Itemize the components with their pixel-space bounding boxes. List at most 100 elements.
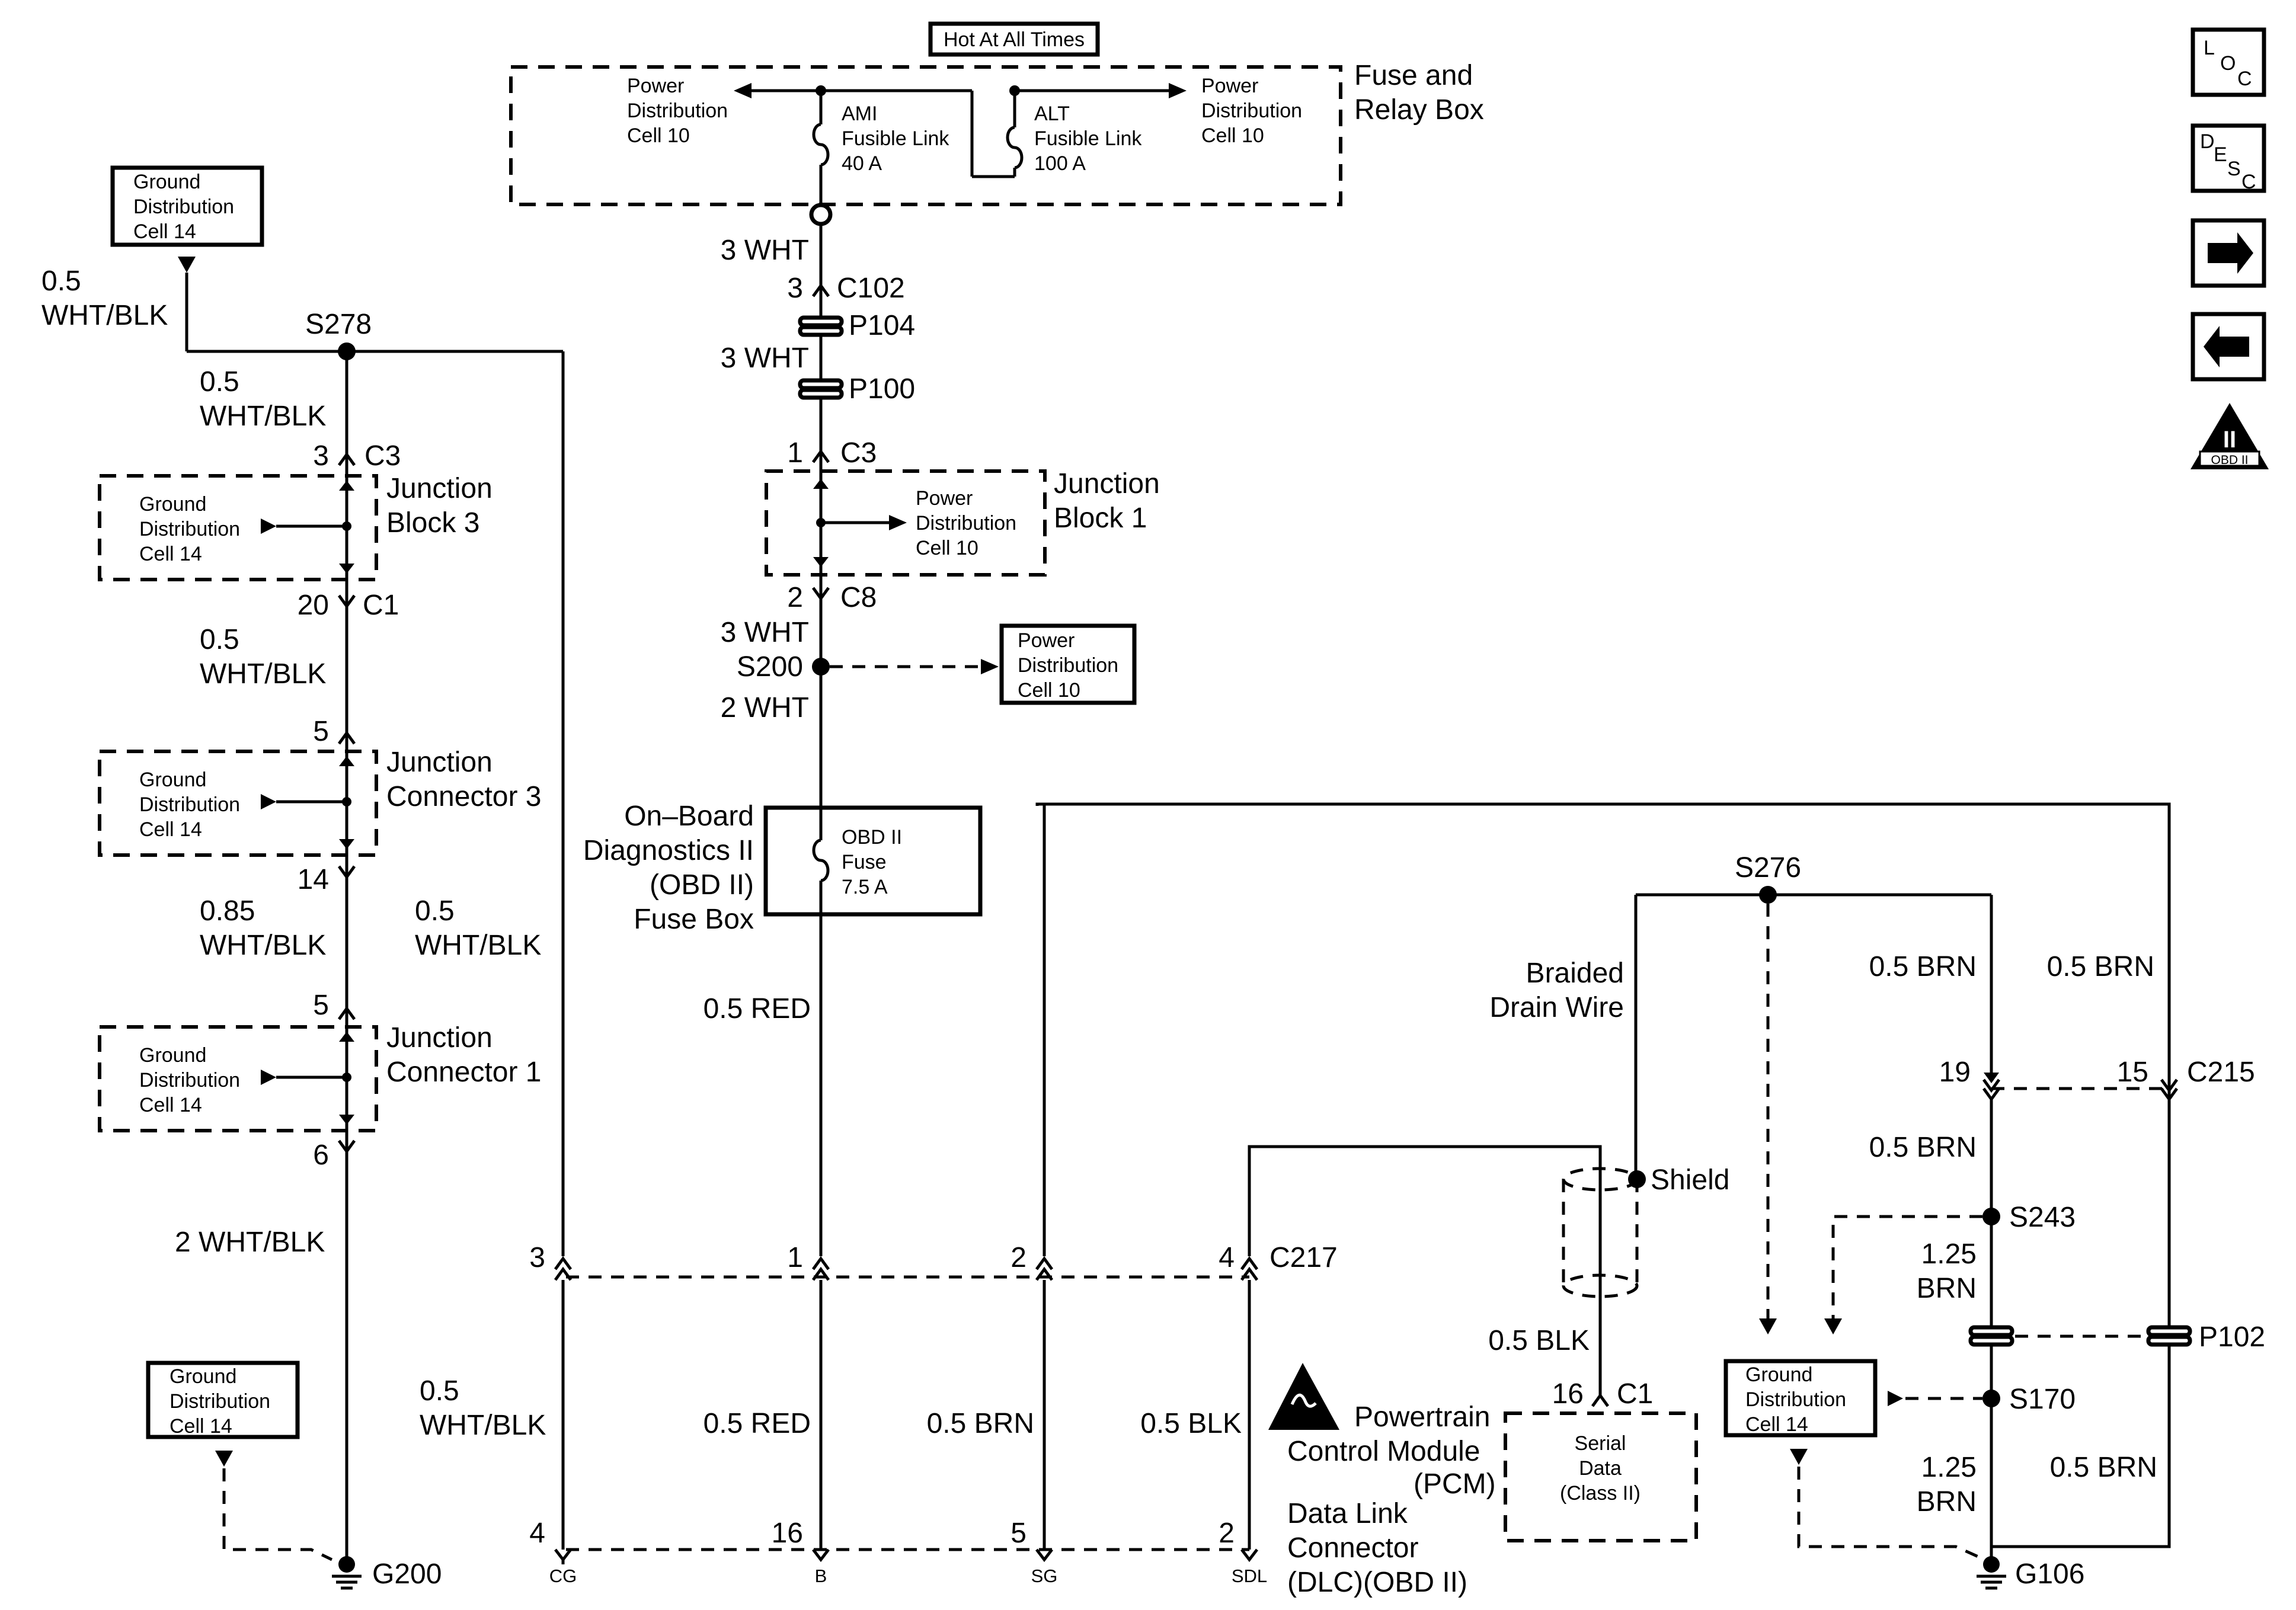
drain-wire-1: Braided [1526, 958, 1624, 989]
wire-c-2: WHT/BLK [200, 930, 326, 961]
jb3-gd-3: Cell 14 [139, 543, 202, 565]
g106-ground [1983, 1556, 2000, 1573]
ami-2: Fusible Link [842, 127, 949, 150]
right-gd-3: Cell 14 [1745, 1413, 1808, 1436]
s200-label: S200 [737, 651, 803, 683]
wire-2wht: 2 WHT [721, 692, 809, 724]
desc-letter-e: E [2214, 143, 2227, 166]
next-arrow-button[interactable] [2191, 218, 2266, 288]
ami-fusible-link [812, 123, 830, 167]
ami-1: AMI [842, 103, 877, 125]
right-wire-125b-1: 1.25 [1921, 1452, 1977, 1483]
loc-letter-c: C [2237, 68, 2252, 90]
right-wire-brn-d: 0.5 BRN [2050, 1452, 2157, 1483]
jc1-gd-3: Cell 14 [139, 1094, 202, 1116]
pd-left-1: Power [627, 75, 684, 97]
gd-top-3: Cell 14 [133, 220, 196, 243]
dlc-sg: SG [1031, 1566, 1058, 1586]
pcm-pin-16: 16 [1552, 1378, 1584, 1410]
c102-pin: 3 [787, 273, 803, 304]
c217-pin-1: 1 [787, 1242, 803, 1273]
fuse-relay-box-label-2: Relay Box [1354, 94, 1484, 126]
alt-fusible-link [1006, 126, 1024, 169]
right-wire-125b-2: BRN [1917, 1486, 1977, 1518]
obd-fuse-box-label-1: On–Board [624, 801, 754, 832]
jb1-pd-1: Power [916, 487, 973, 510]
desc-letter-s: S [2227, 158, 2241, 180]
dlc-label-2: Connector [1287, 1532, 1418, 1564]
s200-pd-3: Cell 10 [1018, 679, 1080, 702]
c217-pin-2: 2 [1011, 1242, 1027, 1273]
obd-ii-badge[interactable]: II OBD II [2191, 403, 2269, 469]
pcm-label-1: Powertrain [1354, 1401, 1490, 1433]
wire-a-2: WHT/BLK [200, 401, 326, 432]
dlc-b: B [815, 1566, 827, 1586]
p102-splice-right [2146, 1325, 2192, 1337]
desc-button[interactable]: D E S C [2191, 123, 2266, 193]
alt-3: 100 A [1034, 152, 1086, 175]
s200-pd-2: Distribution [1018, 654, 1118, 677]
p104-splice [798, 315, 844, 328]
right-wire-brn-c: 0.5 BRN [1869, 1132, 1977, 1163]
obd-fuse-3: 7.5 A [842, 876, 888, 898]
junction-block-3 [98, 474, 378, 581]
right-wire-brn-a: 0.5 BRN [1869, 951, 1977, 982]
wire-red-b: 0.5 RED [703, 1408, 811, 1439]
dlc-pin-5: 5 [1011, 1518, 1027, 1549]
obd-fuse-box-label-4: Fuse Box [634, 904, 754, 935]
obd-fuse-1: OBD II [842, 826, 902, 849]
gd-top-box [110, 165, 264, 247]
jb1-label-2: Block 1 [1054, 502, 1147, 534]
g200-label: G200 [372, 1558, 442, 1590]
loc-button[interactable]: L O C [2191, 27, 2266, 97]
s243-splice [1982, 1208, 2000, 1225]
loc-letter-l: L [2204, 37, 2215, 59]
wire-3wht-a: 3 WHT [721, 235, 809, 266]
pcm: Powertrain Control Module (PCM) Serial D… [1268, 1363, 1698, 1542]
wire-3wht-b: 3 WHT [721, 343, 809, 374]
c217-pin-3: 3 [529, 1242, 545, 1273]
dlc-pin-16: 16 [772, 1518, 803, 1549]
junction-connector-3 [98, 750, 378, 857]
serial-2: Data [1579, 1457, 1622, 1480]
shield-label: Shield [1651, 1164, 1729, 1196]
pcm-conn-c1: C1 [1617, 1378, 1653, 1410]
p100-splice [798, 378, 844, 391]
shield-bottom [1562, 1273, 1639, 1298]
loc-letter-o: O [2220, 52, 2236, 75]
jc1-gd-2: Distribution [139, 1069, 240, 1092]
fuse-relay-box: Hot At All Times Fuse and Relay Box Powe… [509, 21, 1484, 206]
obd-fuse-box [763, 805, 983, 917]
desc-letter-c: C [2241, 171, 2256, 193]
pd-right-3: Cell 10 [1201, 124, 1264, 147]
c217-label: C217 [1269, 1242, 1338, 1273]
jb1-pd-3: Cell 10 [916, 537, 978, 559]
c215-pin-15: 15 [2117, 1057, 2148, 1088]
pd-right-2: Distribution [1201, 100, 1302, 122]
s170-splice [1982, 1390, 2000, 1407]
jc3-label-1: Junction [386, 747, 493, 778]
jb1-label-1: Junction [1054, 468, 1160, 500]
right-gd-box [1723, 1359, 1878, 1438]
s200-splice [812, 658, 830, 676]
jc3-pin-bot: 14 [298, 864, 329, 895]
dlc-sdl: SDL [1232, 1566, 1267, 1586]
prev-arrow-button[interactable] [2191, 312, 2266, 382]
fuse-relay-box-label-1: Fuse and [1354, 60, 1473, 91]
left-circuit: Ground Distribution Cell 14 0.5 WHT/BLK … [41, 165, 565, 1590]
jb3-pin-bot: 20 [298, 590, 329, 621]
gd-bottom-box [146, 1361, 300, 1439]
wire-c-1: 0.85 [200, 895, 255, 927]
dlc-pin-2: 2 [1219, 1518, 1235, 1549]
jc1-label-2: Connector 1 [386, 1057, 542, 1088]
arrow-left-icon [2204, 326, 2249, 367]
center-circuit: 3 WHT 3 C102 P104 3 WHT P100 1 C3 Power … [583, 203, 1160, 1439]
jc1-gd-1: Ground [139, 1044, 206, 1067]
wire-f-1: 0.5 [420, 1375, 459, 1407]
gd-bottom-1: Ground [170, 1365, 236, 1388]
s200-pd-1: Power [1018, 629, 1075, 652]
jc3-gd-2: Distribution [139, 793, 240, 816]
jb3-label-1: Junction [386, 473, 493, 504]
c215-pin-19: 19 [1939, 1057, 1971, 1088]
wire-top-2: WHT/BLK [41, 300, 168, 331]
